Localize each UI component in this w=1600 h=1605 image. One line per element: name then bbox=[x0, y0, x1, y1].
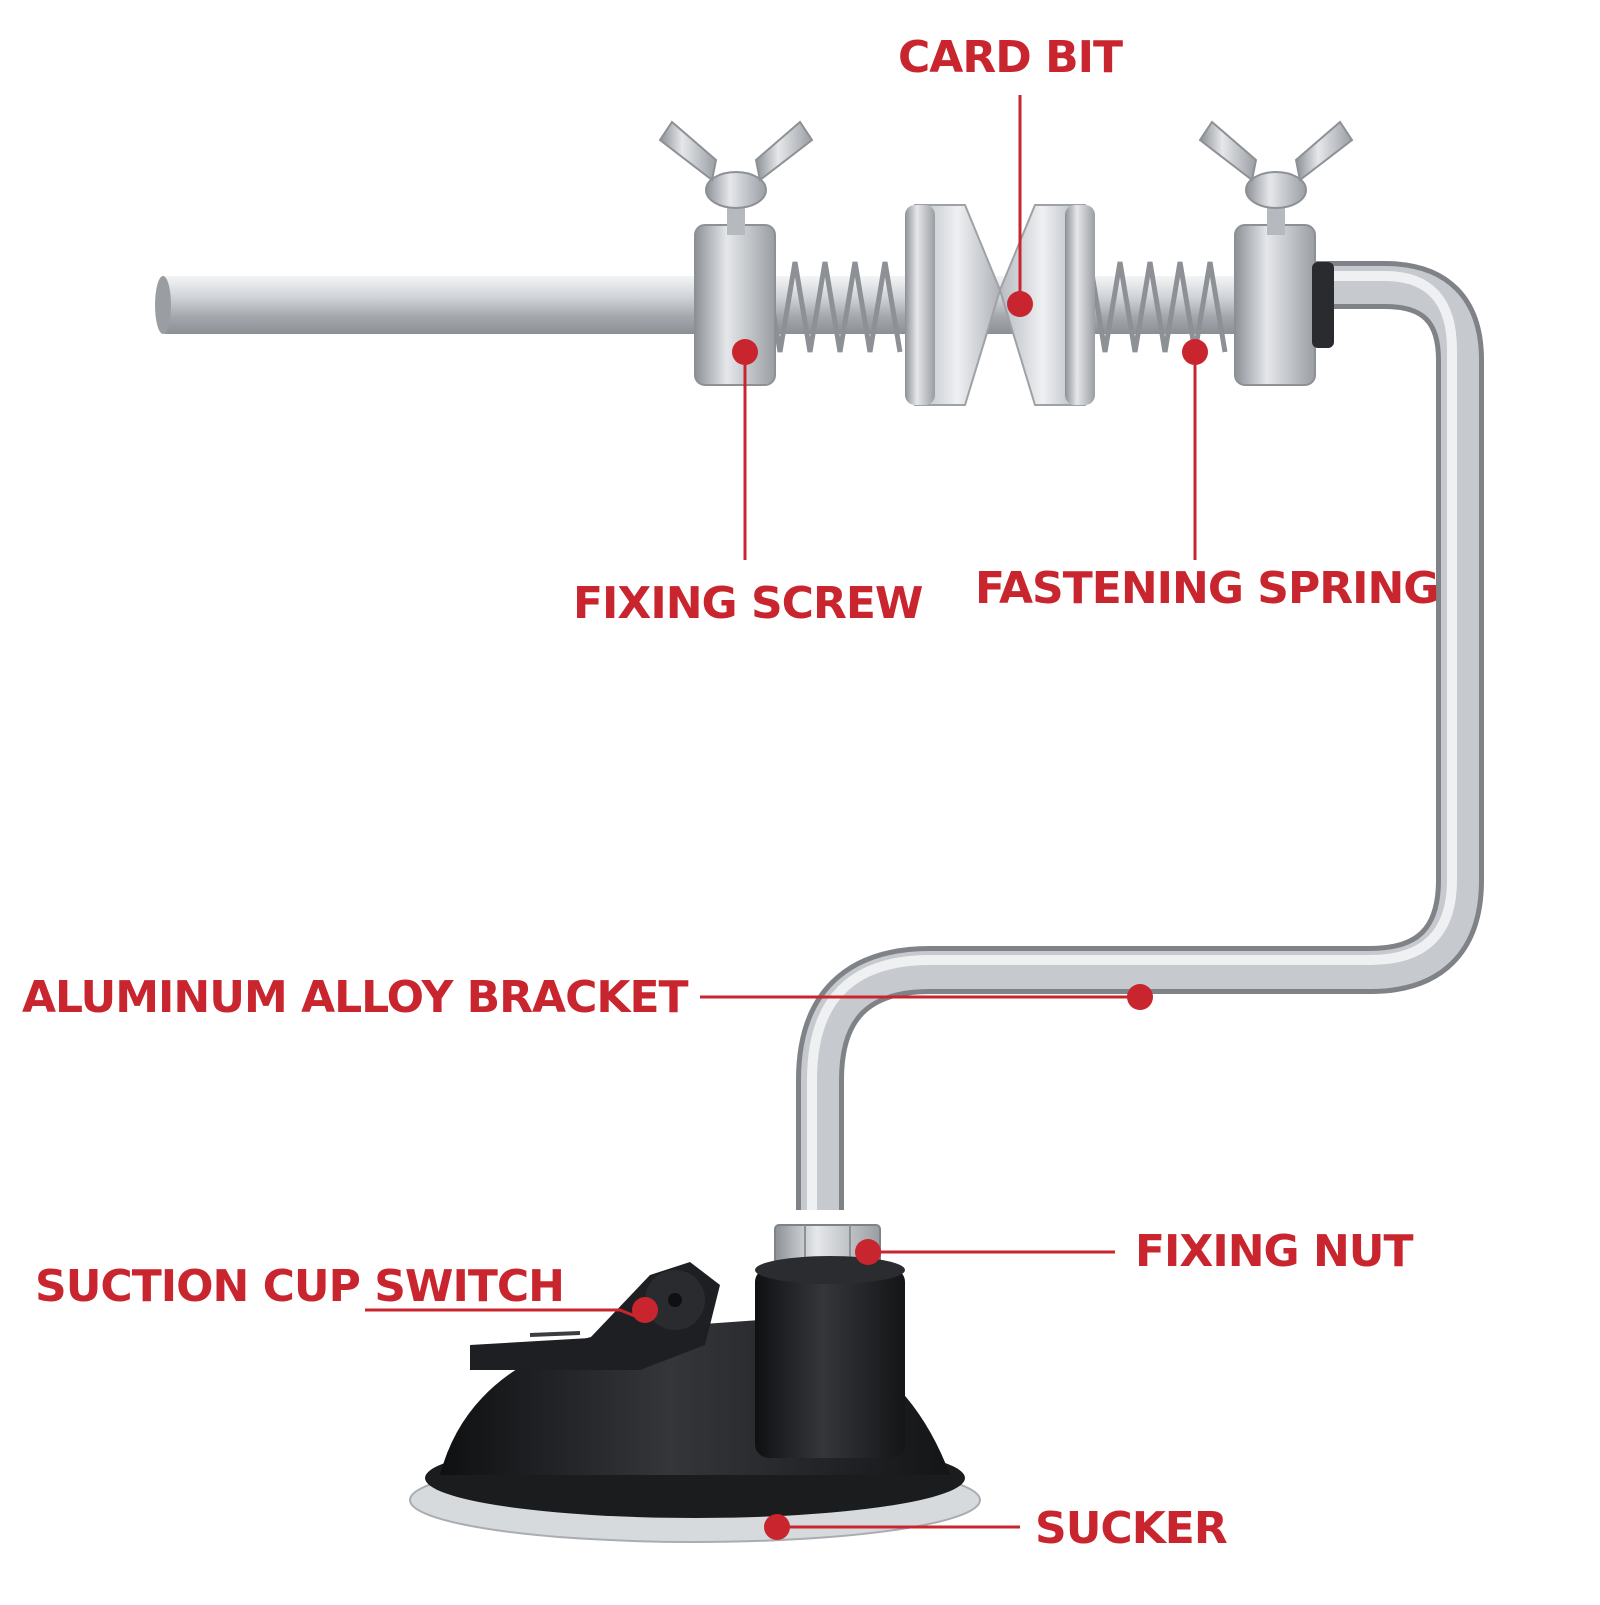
wing-nut-right bbox=[1198, 120, 1354, 235]
label-fixing-nut: FIXING NUT bbox=[1135, 1226, 1414, 1277]
dot-fixing-nut bbox=[855, 1239, 881, 1265]
label-card-bit: CARD BIT bbox=[898, 32, 1123, 83]
dot-fastening-spring bbox=[1182, 339, 1208, 365]
suction-cup bbox=[409, 1256, 981, 1543]
dot-bracket bbox=[1127, 984, 1153, 1010]
label-sucker: SUCKER bbox=[1035, 1503, 1228, 1554]
collar-right bbox=[1234, 224, 1316, 386]
dot-sucker bbox=[764, 1514, 790, 1540]
spring-left bbox=[762, 261, 903, 353]
suction-lever bbox=[470, 1262, 720, 1370]
label-fixing-screw: FIXING SCREW bbox=[573, 578, 923, 629]
aluminum-bracket bbox=[796, 261, 1484, 1210]
callout-dots bbox=[632, 291, 1208, 1540]
label-aluminum-alloy-bracket: ALUMINUM ALLOY BRACKET bbox=[22, 972, 689, 1023]
collar-left bbox=[694, 224, 776, 386]
dot-card-bit bbox=[1007, 291, 1033, 317]
dot-suction-switch bbox=[632, 1297, 658, 1323]
dot-fixing-screw bbox=[732, 339, 758, 365]
wing-nut-left bbox=[658, 120, 814, 235]
end-ring bbox=[1312, 262, 1334, 348]
spring-right bbox=[1087, 261, 1228, 353]
label-fastening-spring: FASTENING SPRING bbox=[975, 563, 1439, 614]
label-suction-cup-switch: SUCTION CUP SWITCH bbox=[35, 1261, 565, 1312]
